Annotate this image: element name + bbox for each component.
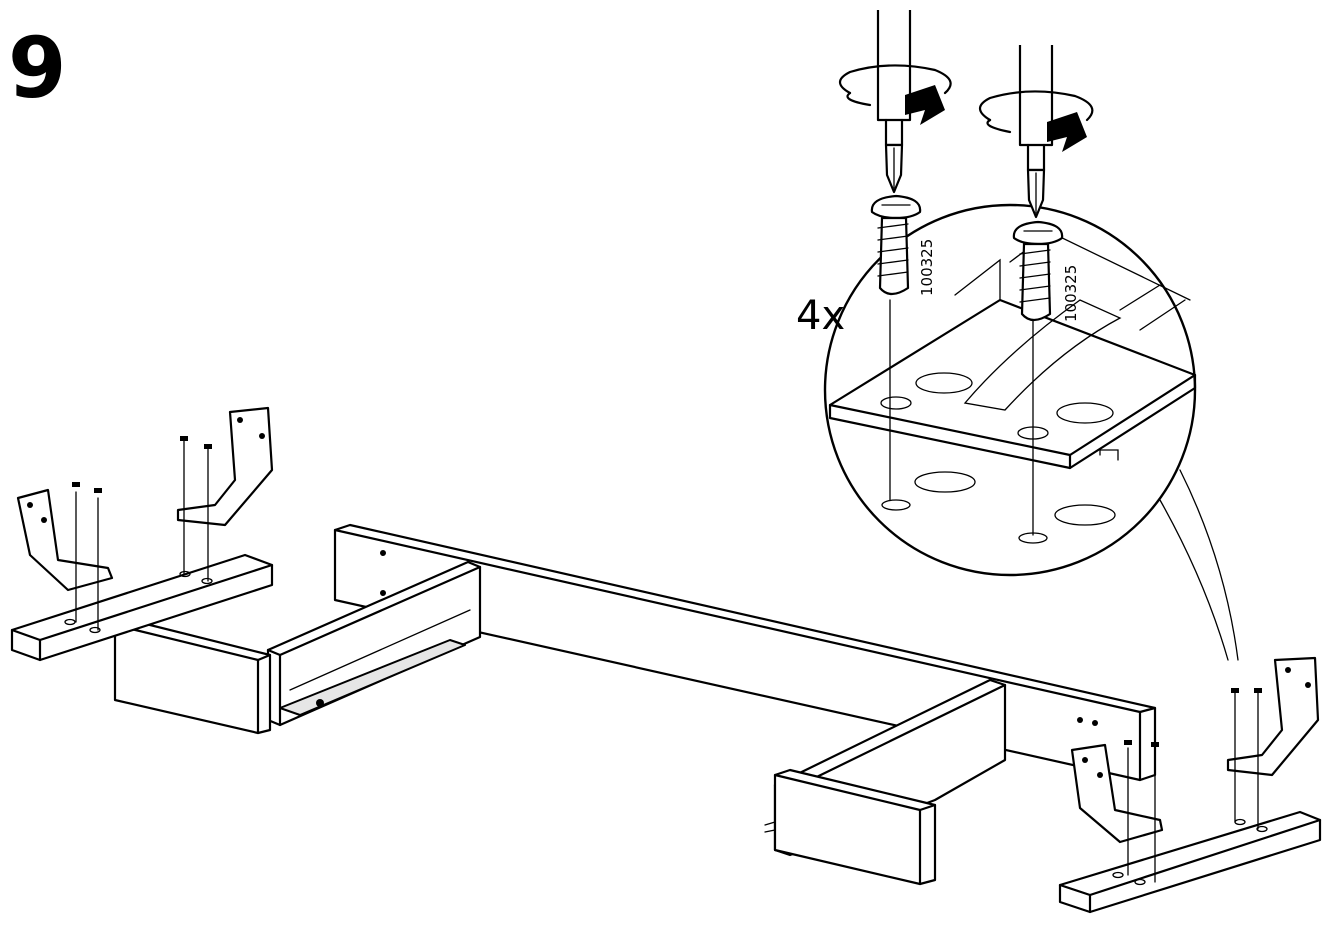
screwdriver-icon [876, 10, 912, 194]
part-number-label: 100325 [918, 238, 936, 296]
rotation-arrow-icon [838, 64, 952, 125]
bracket-icon [1226, 656, 1320, 777]
rotation-arrow-icon [978, 90, 1094, 152]
screw-icon [870, 194, 922, 296]
slat-left [10, 553, 274, 662]
right-end-frame [764, 678, 1007, 886]
screwdriver-icon [1018, 45, 1054, 219]
screw-icon [72, 436, 1262, 883]
screw-icon [1012, 220, 1064, 322]
part-number-label: 100325 [1062, 264, 1080, 322]
slat-right [1058, 810, 1322, 914]
left-end-frame [113, 560, 482, 735]
bracket-icon [16, 488, 114, 592]
step-number: 9 [8, 19, 67, 117]
bracket-icon [1070, 743, 1164, 844]
bracket-icon [176, 406, 274, 527]
detail-zoom-view [823, 203, 1239, 661]
quantity-label: 4x [796, 293, 846, 339]
